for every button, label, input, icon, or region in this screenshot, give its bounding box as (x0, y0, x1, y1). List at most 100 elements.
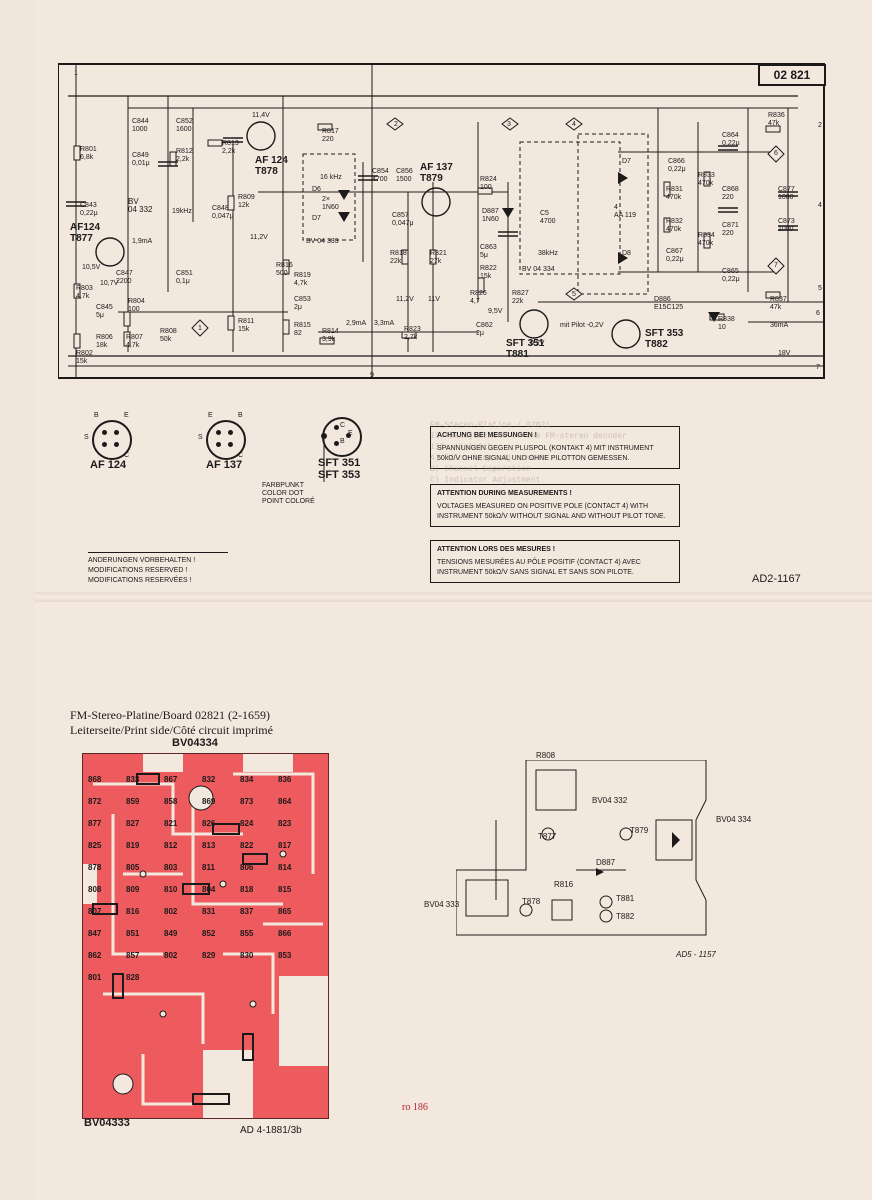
pcb-part-label: 810 (164, 885, 178, 894)
pin-label: S (198, 434, 203, 441)
pcb-part-label: 804 (202, 885, 216, 894)
pcb-part-label: 857 (126, 951, 140, 960)
af124-pinout-label: AF 124 (90, 459, 127, 471)
component-label: C867 0,22μ (666, 248, 684, 263)
pcb-module-label-top: BV04334 (172, 737, 218, 749)
frequency-label: 38kHz (538, 250, 558, 257)
component-label: R834 470k (698, 232, 715, 247)
component-label: C873 1000 (778, 218, 795, 233)
pcb-part-label: 872 (88, 797, 102, 806)
module-label-bv04332: BV 04 332 (128, 197, 153, 214)
component-label: R802 15k (76, 350, 93, 365)
pcb-part-label: 832 (202, 775, 216, 784)
pin-label: S (84, 434, 89, 441)
bottom-reference: AD 4-1881/3b (240, 1125, 302, 1136)
pcb-part-label: 809 (126, 885, 140, 894)
component-side-label: T878 (522, 897, 541, 906)
component-label: R819 4,7k (294, 272, 311, 287)
pin-label: B (340, 438, 345, 445)
node-label: 6 (774, 150, 778, 157)
component-label: R807 4,7k (126, 334, 143, 349)
component-label: R818 22k (390, 250, 407, 265)
component-label: R812 2,2k (176, 148, 193, 163)
pin-label: E (208, 412, 213, 419)
voltage-label: 18V (778, 350, 791, 357)
pcb-part-label: 812 (164, 841, 178, 850)
component-side-label: R808 (536, 751, 556, 760)
af137-pinout-label: AF 137 (206, 459, 243, 471)
component-label: C868 220 (722, 186, 739, 201)
pin-label: B (238, 412, 243, 419)
show-through-text: FM-Stereo-Platine / 02821 II. Readjustme… (430, 421, 627, 485)
component-label: R824 100 (480, 176, 497, 191)
pcb-part-label: 834 (240, 775, 254, 784)
paper-fold (34, 592, 872, 602)
component-label: R815 82 (294, 322, 311, 337)
component-label: C865 0,22μ (722, 268, 740, 283)
pcb-part-label: 859 (126, 797, 140, 806)
voltage-label: 11V (428, 296, 440, 303)
node-label: 5 (572, 291, 576, 298)
pcb-part-label: 811 (202, 863, 215, 872)
af137-pinout-icon (206, 420, 246, 460)
component-label: R822 15k (480, 265, 497, 280)
pcb-part-label: 821 (164, 819, 178, 828)
pcb-part-label: 823 (278, 819, 292, 828)
pcb-part-label: 852 (202, 929, 216, 938)
component-label: R826 4,7 (470, 290, 487, 305)
component-label: R821 27k (430, 250, 447, 265)
component-label: R827 22k (512, 290, 529, 305)
voltage-label: 11,4V (252, 112, 270, 119)
pcb-part-label: 814 (278, 863, 292, 872)
component-label: D886 E15C125 (654, 296, 684, 311)
component-label: 2× 1N60 (322, 196, 339, 211)
terminal-label: 1 (74, 70, 78, 77)
color-dot-pointer-line (321, 433, 327, 482)
component-label: C877 1000 (778, 186, 795, 201)
voltage-label: 0,2V (530, 340, 545, 347)
node-label: 2 (394, 121, 398, 128)
frequency-label: 19kHz (172, 208, 192, 215)
pcb-part-label: 827 (126, 819, 140, 828)
pcb-part-label: 813 (202, 841, 216, 850)
component-side-label: D887 (596, 858, 616, 867)
component-side-label: T882 (616, 912, 635, 921)
pcb-part-label: 878 (88, 863, 102, 872)
component-label: D6 (312, 186, 321, 193)
pcb-part-label: 826 (202, 819, 216, 828)
pcb-print-side (82, 753, 329, 1119)
terminal-label: 2 (818, 122, 822, 129)
component-label: R837 47k (770, 296, 787, 311)
pcb-part-label: 849 (164, 929, 178, 938)
pcb-part-label: 869 (202, 797, 216, 806)
component-side-label: BV04 332 (592, 796, 628, 805)
note-measurements-fr: ATTENTION LORS DES MESURES !TENSIONS MES… (430, 540, 680, 583)
color-dot-note: FARBPUNKT COLOR DOT POINT COLORÉ (262, 482, 315, 505)
pin-label: E (348, 430, 353, 437)
component-label: C856 1500 (396, 168, 413, 183)
pcb-part-label: 830 (240, 951, 254, 960)
pcb-part-label: 806 (240, 863, 254, 872)
voltage-label: 11,2V (396, 296, 414, 303)
component-side-label: BV04 333 (424, 900, 460, 909)
component-label: R838 10 (718, 316, 735, 331)
component-label: R808 50k (160, 328, 177, 343)
component-label: C863 5μ (480, 244, 497, 259)
component-label: R831 470k (666, 186, 683, 201)
terminal-label: 9 (370, 372, 374, 379)
note-measurements-de: ACHTUNG BEI MESSUNGEN !SPANNUNGEN GEGEN … (430, 426, 680, 469)
pcb-part-label: 803 (164, 863, 178, 872)
af124-pinout-icon (92, 420, 132, 460)
pcb-part-label: 819 (126, 841, 140, 850)
voltage-label: 9,5V (488, 308, 503, 315)
pcb-part-label: 837 (240, 907, 254, 916)
component-label: D7 (622, 158, 631, 165)
voltage-label: 10,5V (82, 264, 101, 271)
node-label: 1 (198, 325, 202, 332)
current-label: 1,9mA (132, 238, 153, 245)
component-side-label: R816 (554, 880, 574, 889)
component-label: R801 6,8k (80, 146, 97, 161)
